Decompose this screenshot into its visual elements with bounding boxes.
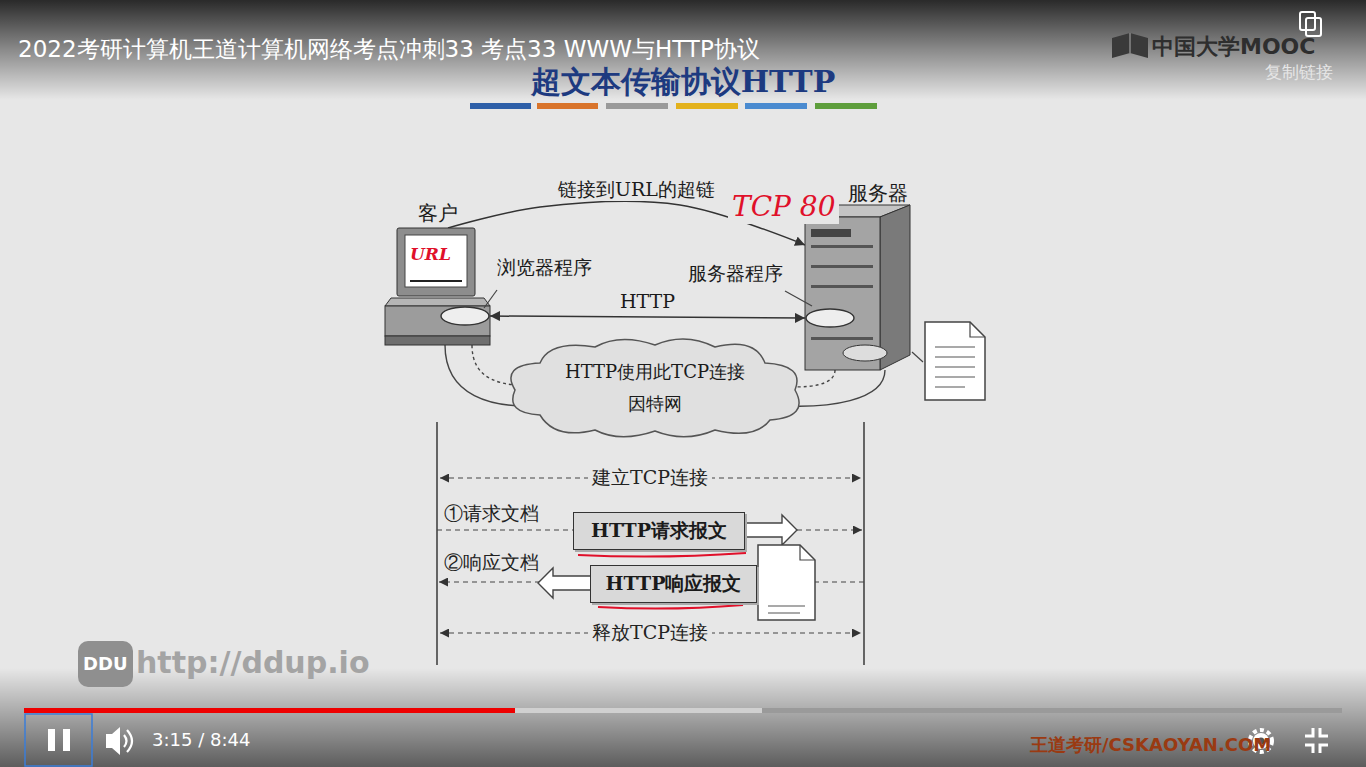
server-machine-outline-part xyxy=(811,265,873,268)
exit-fullscreen-icon-part xyxy=(1305,728,1328,753)
edge-label: 链接到URL的超链 xyxy=(555,178,718,201)
color-bars-part xyxy=(606,103,668,109)
color-bars xyxy=(470,103,877,109)
server-machine-outline-part xyxy=(811,245,873,248)
client-computer-outline-part xyxy=(484,290,497,308)
timeline-label: 释放TCP连接 xyxy=(588,621,712,644)
server-machine-outline-part xyxy=(843,345,887,361)
node-heading: 客户 xyxy=(418,201,458,225)
bottom-shade xyxy=(0,668,1366,767)
color-bars-part xyxy=(470,103,531,109)
client-computer-outline-part xyxy=(397,228,475,296)
server-program-outline xyxy=(805,308,855,328)
volume-icon-part xyxy=(106,727,120,755)
client-computer-outline-part xyxy=(410,280,462,282)
copy-link: 复制链接 xyxy=(1265,62,1333,82)
slide-title: 超文本传输协议HTTP xyxy=(531,64,835,100)
copy-icon xyxy=(1300,12,1321,36)
document-icon-part xyxy=(925,322,985,400)
node-heading: 服务器 xyxy=(848,181,908,205)
top-shade xyxy=(0,0,1366,100)
internet-cloud: HTTP使用此TCP连接因特网 xyxy=(500,335,810,440)
pause-button-part xyxy=(25,714,92,766)
connector xyxy=(448,201,805,245)
copy-icon-part xyxy=(1306,18,1321,36)
server-machine-outline xyxy=(805,205,910,370)
outline-arrow xyxy=(740,515,797,545)
node-text: HTTP响应报文 xyxy=(606,572,742,595)
document-icon-part xyxy=(768,606,805,613)
progress-bar xyxy=(24,708,1342,713)
watermark-logo: DDU xyxy=(78,641,133,687)
progress-bar-part xyxy=(24,708,1342,713)
outline-arrow xyxy=(538,568,595,598)
browser-program-outline-part xyxy=(441,307,489,325)
exit-fullscreen-icon xyxy=(1305,728,1328,753)
timeline-part xyxy=(863,422,865,665)
document-icon-part xyxy=(935,347,975,387)
document-icon xyxy=(758,545,815,620)
document-icon-part xyxy=(970,322,985,337)
server-machine: 服务器服务器程序 xyxy=(805,205,910,370)
progress-bar-part xyxy=(24,708,515,713)
browser-program-outline xyxy=(440,306,490,326)
node-text: 因特网 xyxy=(628,393,682,415)
internet-cloud-outline xyxy=(500,335,810,440)
timeline-part xyxy=(436,422,438,665)
leader-line xyxy=(912,352,923,362)
message-box: HTTP请求报文 xyxy=(573,512,745,550)
document-icon xyxy=(925,322,985,400)
handwritten-underline-part xyxy=(578,553,746,557)
video-title: 2022考研计算机王道计算机网络考点冲刺33 考点33 WWW与HTTP协议 xyxy=(18,36,760,64)
platform-logo-icon-part xyxy=(1112,33,1148,58)
timeline-label: ①请求文档 xyxy=(444,502,539,525)
handwritten-underline-part xyxy=(598,605,743,609)
pause-button-part xyxy=(63,729,70,751)
node-text: HTTP使用此TCP连接 xyxy=(565,361,745,383)
pause-button-part xyxy=(48,729,55,751)
handwritten-note: URL xyxy=(410,244,451,264)
client-computer-outline-part xyxy=(385,336,490,345)
document-icon-part xyxy=(758,545,815,620)
volume-icon xyxy=(106,727,132,755)
copy-icon-part xyxy=(1300,12,1315,30)
server-machine-outline-part xyxy=(811,337,873,340)
client-computer-outline-part xyxy=(385,298,490,306)
server-machine-outline-part xyxy=(811,229,851,237)
handwritten-note: TCP 80 xyxy=(728,190,839,224)
browser-program: 浏览器程序 xyxy=(440,306,490,326)
document-icon-part xyxy=(800,545,815,560)
pause-button xyxy=(25,714,92,766)
node-heading: 浏览器程序 xyxy=(497,256,592,279)
server-program: 服务器程序 xyxy=(805,308,855,328)
platform-logo-icon-part xyxy=(1129,33,1131,53)
publisher-mark: 王道考研/CSKAOYAN.COM xyxy=(1030,734,1271,756)
server-program-outline-part xyxy=(806,309,854,327)
server-machine-outline-part xyxy=(785,291,812,306)
timeline xyxy=(437,422,864,665)
message-box: HTTP响应报文 xyxy=(590,565,757,603)
timeline-label: ②响应文档 xyxy=(444,551,539,574)
color-bars-part xyxy=(745,103,807,109)
volume-icon-part xyxy=(124,730,132,752)
color-bars-part xyxy=(676,103,738,109)
timeline-label: 建立TCP连接 xyxy=(588,466,712,489)
server-machine-outline-part xyxy=(811,285,873,288)
platform-logo: 中国大学MOOC xyxy=(1152,34,1315,60)
node-text: HTTP请求报文 xyxy=(591,519,727,542)
edge-label: HTTP xyxy=(617,290,678,313)
client-computer-outline-part xyxy=(405,235,467,287)
internet-cloud-outline-part xyxy=(511,339,799,437)
client-computer-outline-part xyxy=(385,306,490,336)
time-display: 3:15 / 8:44 xyxy=(152,729,250,751)
progress-bar-part xyxy=(24,708,762,713)
color-bars-part xyxy=(815,103,877,109)
watermark: http://ddup.io xyxy=(136,645,370,681)
connector xyxy=(490,316,805,318)
server-machine-outline-part xyxy=(880,205,910,370)
platform-logo-icon xyxy=(1112,33,1148,58)
color-bars-part xyxy=(537,103,598,109)
node-heading: 服务器程序 xyxy=(688,262,783,285)
